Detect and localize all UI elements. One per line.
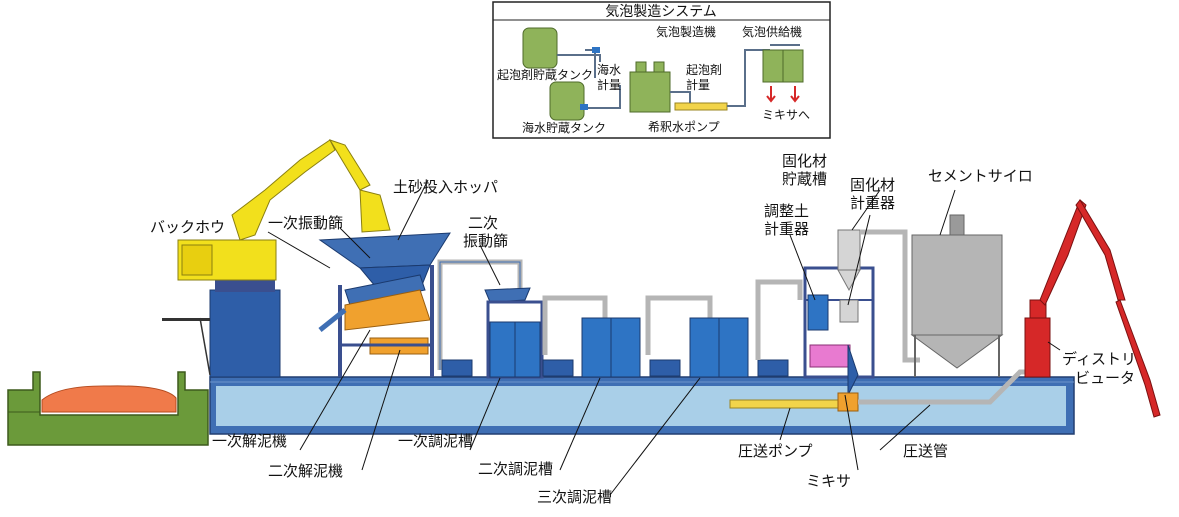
soil-weigher-label-2: 計重器 bbox=[764, 220, 809, 238]
foaming-agent-tank-label: 起泡剤貯蔵タンク bbox=[497, 67, 593, 82]
distributor bbox=[1024, 199, 1161, 418]
pressure-pipe-label: 圧送管 bbox=[903, 442, 948, 460]
mixing-tower bbox=[803, 229, 920, 396]
seawater-metering-label-1: 海水 bbox=[597, 62, 621, 77]
secondary-disaggregator-label: 二次解泥機 bbox=[268, 462, 343, 480]
backhoe-label: バックホウ bbox=[150, 218, 225, 236]
foam-maker-label: 気泡製造機 bbox=[656, 24, 716, 39]
foam-supplier-label: 気泡供給機 bbox=[742, 24, 802, 39]
metering-unit bbox=[629, 71, 671, 113]
soil-hopper-label: 土砂投入ホッパ bbox=[393, 178, 498, 196]
soil-weigher bbox=[807, 294, 829, 331]
work-vessel-hull bbox=[209, 376, 1075, 435]
foaming-agent-metering-label-2: 計量 bbox=[686, 77, 710, 92]
soil-input-hopper bbox=[318, 232, 451, 269]
primary-screen-label: 一次振動篩 bbox=[268, 214, 343, 232]
tertiary-slurry-tank-label: 三次調泥槽 bbox=[537, 488, 612, 506]
seawater-tank-label: 海水貯蔵タンク bbox=[522, 120, 606, 135]
soil-weigher-label-1: 調整土 bbox=[764, 202, 809, 220]
foaming-agent-metering-label-1: 起泡剤 bbox=[686, 62, 722, 77]
primary-slurry-tank-label: 一次調泥槽 bbox=[398, 432, 473, 450]
distributor-label-1: ディストリ bbox=[1062, 350, 1136, 368]
slurry-tanks bbox=[441, 279, 803, 378]
dredged-soil bbox=[41, 385, 177, 413]
soil-hopper-assembly bbox=[318, 232, 451, 377]
primary-disaggregator-label: 一次解泥機 bbox=[212, 432, 287, 450]
seawater-tank bbox=[549, 81, 585, 121]
mixer bbox=[809, 344, 851, 368]
foaming-agent-tank bbox=[522, 27, 558, 69]
cement-silo-label: セメントサイロ bbox=[928, 167, 1033, 185]
secondary-slurry-tank-label: 二次調泥槽 bbox=[478, 460, 553, 478]
backhoe bbox=[162, 139, 391, 378]
primary-vibrating-screen bbox=[344, 274, 426, 306]
inset-title: 気泡製造システム bbox=[605, 4, 717, 20]
pressure-pump bbox=[729, 399, 856, 409]
cement-silo bbox=[910, 214, 1004, 377]
soil-barge bbox=[7, 371, 209, 446]
to-mixer-label: ミキサへ bbox=[762, 108, 810, 122]
solidifier-storage-label-2: 貯蔵槽 bbox=[782, 170, 827, 188]
seawater-metering-label-2: 計量 bbox=[597, 77, 621, 92]
mixer-label: ミキサ bbox=[806, 472, 851, 490]
dilution-pump bbox=[674, 102, 728, 111]
foam-system-inset: 気泡製造システム 気泡製造機 気泡供給機 起泡剤貯蔵タンク 海水 計量 起泡剤 … bbox=[492, 1, 831, 139]
solidifier-weigher bbox=[839, 299, 859, 323]
solidifier-weigher-label-1: 固化材 bbox=[850, 176, 895, 194]
dilution-pump-label: 希釈水ポンプ bbox=[648, 119, 720, 134]
secondary-vibrating-screen bbox=[437, 259, 544, 379]
distributor-label-2: ビュータ bbox=[1075, 369, 1135, 387]
solidifier-storage-label-1: 固化材 bbox=[782, 152, 827, 170]
secondary-screen-label-1: 二次 bbox=[468, 214, 498, 232]
solidifier-storage bbox=[837, 229, 861, 271]
secondary-screen-label-2: 振動篩 bbox=[463, 232, 508, 250]
leader-lines bbox=[267, 179, 1061, 496]
solidifier-weigher-label-2: 計重器 bbox=[850, 194, 895, 212]
pressure-pump-label: 圧送ポンプ bbox=[738, 442, 813, 460]
